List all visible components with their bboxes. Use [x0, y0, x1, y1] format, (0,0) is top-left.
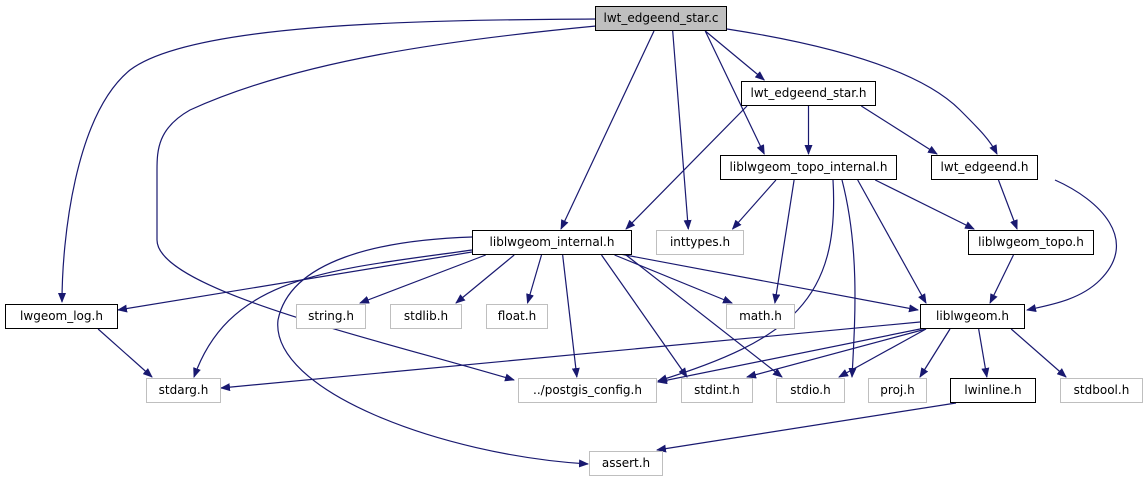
- edge-lw-internal-to-liblwgeom: [619, 253, 919, 313]
- node-math: math.h: [726, 304, 795, 329]
- node-star-h[interactable]: lwt_edgeend_star.h: [741, 81, 876, 106]
- edge-lw-internal-to-math: [614, 254, 733, 304]
- edge-root-to-star-h: [704, 30, 766, 81]
- edge-topo-internal-to-topo-h: [874, 179, 975, 230]
- edge-lwinline-to-assert: [656, 402, 957, 453]
- node-edgeend-h[interactable]: lwt_edgeend.h: [931, 155, 1038, 180]
- edge-liblwgeom-to-proj: [919, 328, 951, 378]
- edge-topo-h-to-liblwgeom: [989, 254, 1014, 304]
- node-liblwgeom[interactable]: liblwgeom.h: [920, 304, 1025, 329]
- edge-liblwgeom-to-stdio: [838, 328, 927, 378]
- edge-root-to-topo-internal: [704, 30, 765, 155]
- edge-liblwgeom-to-stdbool: [1010, 328, 1067, 378]
- node-stdio: stdio.h: [776, 378, 845, 403]
- edge-lw-internal-to-stdlib: [455, 254, 515, 304]
- edge-lw-internal-to-stdarg: [193, 249, 473, 378]
- edge-topo-internal-to-pgconfig: [657, 179, 835, 383]
- node-assert: assert.h: [589, 451, 663, 476]
- edge-lw-internal-to-stdint: [601, 254, 688, 378]
- edge-lw-internal-to-stdio: [625, 254, 783, 378]
- edge-liblwgeom-to-pgconfig: [657, 327, 926, 385]
- edge-lw-internal-to-string: [359, 254, 486, 304]
- edge-root-to-lw-internal: [560, 30, 655, 230]
- edge-edgeend-h-to-liblwgeom: [1026, 179, 1117, 312]
- edge-star-h-to-edgeend-h: [860, 105, 938, 155]
- node-lwinline[interactable]: lwinline.h: [950, 378, 1036, 403]
- edge-edgeend-h-to-topo-h: [997, 179, 1018, 230]
- edge-root-to-inttypes: [672, 30, 692, 230]
- edge-liblwgeom-to-stdint: [746, 328, 927, 379]
- edge-star-h-to-lw-internal: [625, 105, 748, 230]
- node-proj: proj.h: [868, 378, 927, 403]
- node-stdarg: stdarg.h: [146, 378, 221, 403]
- edge-root-to-log-h: [58, 18, 597, 303]
- node-pgconfig: ../postgis_config.h: [518, 378, 657, 403]
- node-float: float.h: [486, 304, 548, 329]
- edge-lw-internal-to-float: [526, 254, 543, 304]
- edge-liblwgeom-to-stdarg: [220, 321, 921, 392]
- node-stdlib: stdlib.h: [390, 304, 462, 329]
- node-stdint: stdint.h: [681, 378, 753, 403]
- edge-root-to-edgeend-h: [726, 28, 998, 155]
- edge-lw-internal-to-pgconfig: [562, 254, 580, 378]
- node-string: string.h: [296, 304, 366, 329]
- node-topo-h[interactable]: liblwgeom_topo.h: [968, 230, 1094, 255]
- edge-lw-internal-to-assert: [277, 236, 589, 468]
- edge-topo-internal-to-inttypes: [731, 179, 777, 230]
- node-lw-internal[interactable]: liblwgeom_internal.h: [472, 230, 632, 255]
- node-log-h[interactable]: lwgeom_log.h: [5, 304, 118, 329]
- edge-lw-internal-to-log-h: [117, 251, 473, 313]
- edge-liblwgeom-to-lwinline: [978, 328, 990, 378]
- edge-log-h-to-stdarg: [97, 328, 153, 378]
- node-root[interactable]: lwt_edgeend_star.c: [595, 6, 727, 31]
- edge-topo-internal-to-math: [772, 179, 795, 304]
- node-stdbool: stdbool.h: [1060, 378, 1143, 403]
- edge-topo-internal-to-stdio: [841, 179, 857, 378]
- edge-topo-internal-to-liblwgeom: [857, 179, 927, 304]
- node-topo-internal[interactable]: liblwgeom_topo_internal.h: [720, 155, 897, 180]
- node-inttypes: inttypes.h: [656, 230, 744, 255]
